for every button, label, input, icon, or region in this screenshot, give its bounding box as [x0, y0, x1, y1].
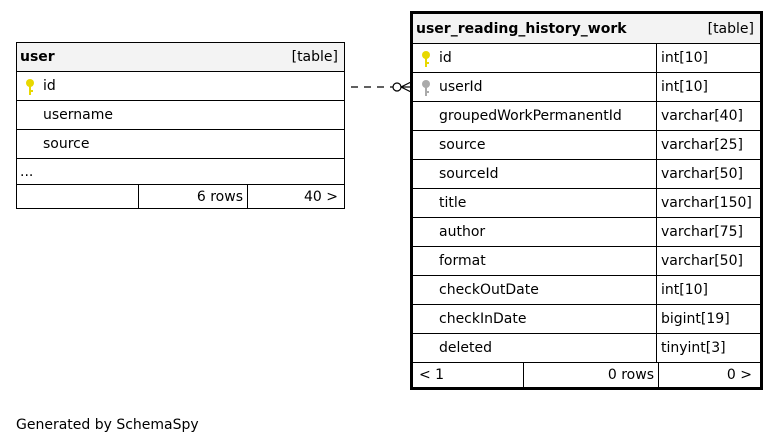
table-header[interactable]: user [table]	[17, 43, 344, 72]
column-row[interactable]: deleted tinyint[3]	[413, 334, 760, 363]
column-name: groupedWorkPermanentId	[439, 108, 622, 124]
primary-key-icon	[422, 51, 430, 67]
column-row[interactable]: sourceId varchar[50]	[413, 160, 760, 189]
column-row[interactable]: title varchar[150]	[413, 189, 760, 218]
column-type: varchar[50]	[656, 160, 760, 188]
column-type: bigint[19]	[656, 305, 760, 333]
column-row[interactable]: source	[17, 130, 344, 159]
children-link[interactable]: 0 >	[726, 367, 752, 383]
table-kind: [table]	[707, 20, 754, 37]
column-name: author	[439, 224, 486, 240]
row-count: 6 rows	[139, 185, 248, 208]
column-name: id	[439, 50, 452, 66]
column-type: int[10]	[656, 73, 760, 101]
column-row[interactable]: id	[17, 72, 344, 101]
column-type: varchar[50]	[656, 247, 760, 275]
column-name: title	[439, 195, 467, 211]
foreign-key-icon	[422, 80, 430, 96]
column-type: varchar[75]	[656, 218, 760, 246]
table-name[interactable]: user_reading_history_work	[416, 20, 627, 37]
column-name: id	[43, 78, 56, 94]
column-name: username	[43, 107, 113, 123]
column-row[interactable]: groupedWorkPermanentId varchar[40]	[413, 102, 760, 131]
column-type: int[10]	[656, 44, 760, 72]
column-type: varchar[40]	[656, 102, 760, 130]
parents-link[interactable]: < 1	[413, 363, 524, 387]
column-name: checkInDate	[439, 311, 527, 327]
column-row[interactable]: checkInDate bigint[19]	[413, 305, 760, 334]
column-type: tinyint[3]	[656, 334, 760, 362]
row-count: 0 rows	[524, 363, 659, 387]
column-row[interactable]: author varchar[75]	[413, 218, 760, 247]
more-columns-ellipsis: ...	[17, 159, 344, 185]
parents-cell	[17, 185, 139, 208]
generated-by-text: Generated by SchemaSpy	[16, 417, 199, 433]
column-type: varchar[25]	[656, 131, 760, 159]
table-header[interactable]: user_reading_history_work [table]	[413, 14, 760, 44]
table-footer: < 1 0 rows 0 >	[413, 363, 760, 387]
user-reading-history-work-table[interactable]: user_reading_history_work [table] id int…	[410, 11, 763, 390]
column-name: deleted	[439, 340, 492, 356]
column-row[interactable]: source varchar[25]	[413, 131, 760, 160]
column-type: varchar[150]	[656, 189, 760, 217]
table-footer: 6 rows 40 >	[17, 185, 344, 208]
column-name: checkOutDate	[439, 282, 539, 298]
column-row[interactable]: format varchar[50]	[413, 247, 760, 276]
column-name: source	[439, 137, 486, 153]
column-name: source	[43, 136, 90, 152]
children-link[interactable]: 40 >	[304, 188, 338, 205]
user-table[interactable]: user [table] id username source ... 6 ro…	[16, 42, 345, 209]
column-name: format	[439, 253, 486, 269]
table-name[interactable]: user	[20, 49, 55, 65]
column-name: sourceId	[439, 166, 499, 182]
primary-key-icon	[26, 79, 34, 95]
table-kind: [table]	[291, 49, 338, 65]
column-name: userId	[439, 79, 483, 95]
column-row[interactable]: username	[17, 101, 344, 130]
column-type: int[10]	[656, 276, 760, 304]
column-row[interactable]: userId int[10]	[413, 73, 760, 102]
column-row[interactable]: id int[10]	[413, 44, 760, 73]
column-row[interactable]: checkOutDate int[10]	[413, 276, 760, 305]
